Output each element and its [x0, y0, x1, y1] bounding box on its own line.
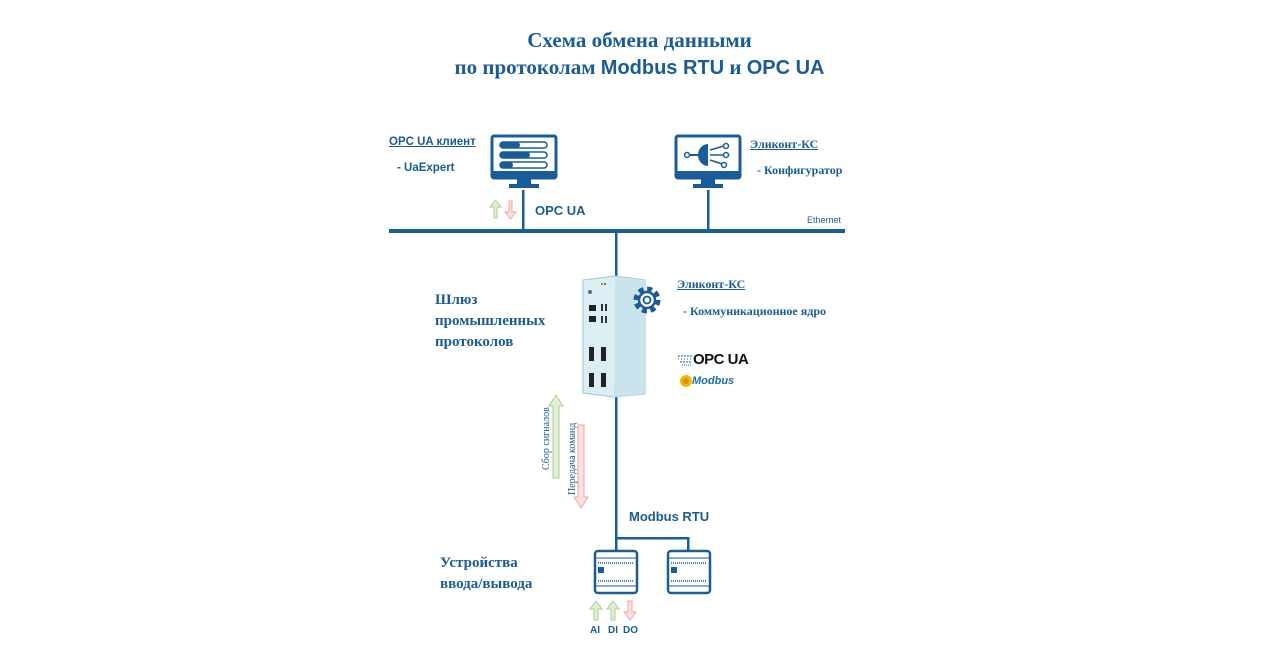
modbus-bus-line	[615, 396, 618, 538]
io-devices-label-line1: Устройства	[440, 555, 518, 571]
modbus-branch-line	[615, 537, 689, 540]
gateway-label-line3: протоколов	[435, 334, 514, 350]
opcua-logo-icon	[678, 355, 692, 366]
opcua-logo-text: OPC UA	[693, 351, 749, 368]
ethernet-label: Ethernet	[807, 215, 842, 225]
monitor-network-head-icon	[674, 134, 742, 188]
gateway-device-icon	[582, 275, 646, 398]
send-commands-label: Передача команд	[567, 422, 578, 495]
opcua-client-link[interactable]: OPC UA клиент	[389, 136, 476, 148]
modbus-logo-text: Modbus	[692, 375, 735, 387]
send-commands-down-arrow-icon	[573, 424, 589, 509]
gateway-label-line1: Шлюз	[435, 292, 478, 308]
configurator-label: - Конфигуратор	[757, 163, 843, 177]
collect-signals-label: Сбор сигналов	[541, 407, 552, 470]
opcua-down-arrow-icon	[503, 200, 518, 220]
ai-label: AI	[590, 625, 600, 636]
monitor-progress-bars-icon	[490, 134, 558, 188]
io-module-1-icon	[593, 549, 639, 595]
title-opcua: OPC UA	[746, 57, 825, 79]
modbus-logo-icon	[680, 375, 692, 387]
elikont-configurator-link[interactable]: Эликонт-КС	[750, 137, 819, 151]
title-prefix: по протоколам	[454, 55, 601, 79]
title-modbus: Modbus RTU	[600, 57, 725, 79]
do-label: DO	[623, 625, 638, 636]
gateway-label: Шлюз промышленных протоколов	[435, 290, 545, 353]
opcua-up-arrow-icon	[488, 199, 503, 219]
gateway-label-line2: промышленных	[435, 313, 546, 329]
diagram-title-line2: по протоколам Modbus RTU и OPC UA	[0, 51, 1279, 84]
di-label: DI	[608, 625, 618, 636]
do-down-arrow-icon	[623, 600, 637, 621]
uaexpert-label: - UaExpert	[397, 162, 455, 174]
configurator-drop-line	[707, 190, 710, 230]
di-up-arrow-icon	[606, 600, 620, 621]
client-drop-line	[522, 190, 525, 230]
title-and: и	[724, 55, 747, 79]
opcua-protocol-label: OPC UA	[535, 203, 586, 218]
ai-up-arrow-icon	[589, 600, 603, 621]
gateway-uplink-line	[615, 231, 618, 279]
elikont-core-link[interactable]: Эликонт-КС	[677, 277, 746, 291]
communication-core-label: - Коммуникационное ядро	[683, 304, 826, 318]
collect-signals-up-arrow-icon	[548, 394, 564, 479]
io-devices-label: Устройства ввода/вывода	[440, 553, 532, 595]
diagram-title-line1: Схема обмена данными	[527, 28, 752, 52]
io-module-2-icon	[666, 549, 712, 595]
gear-icon	[633, 286, 661, 314]
io-devices-label-line2: ввода/вывода	[440, 576, 533, 592]
modbus-rtu-label: Modbus RTU	[629, 509, 710, 524]
